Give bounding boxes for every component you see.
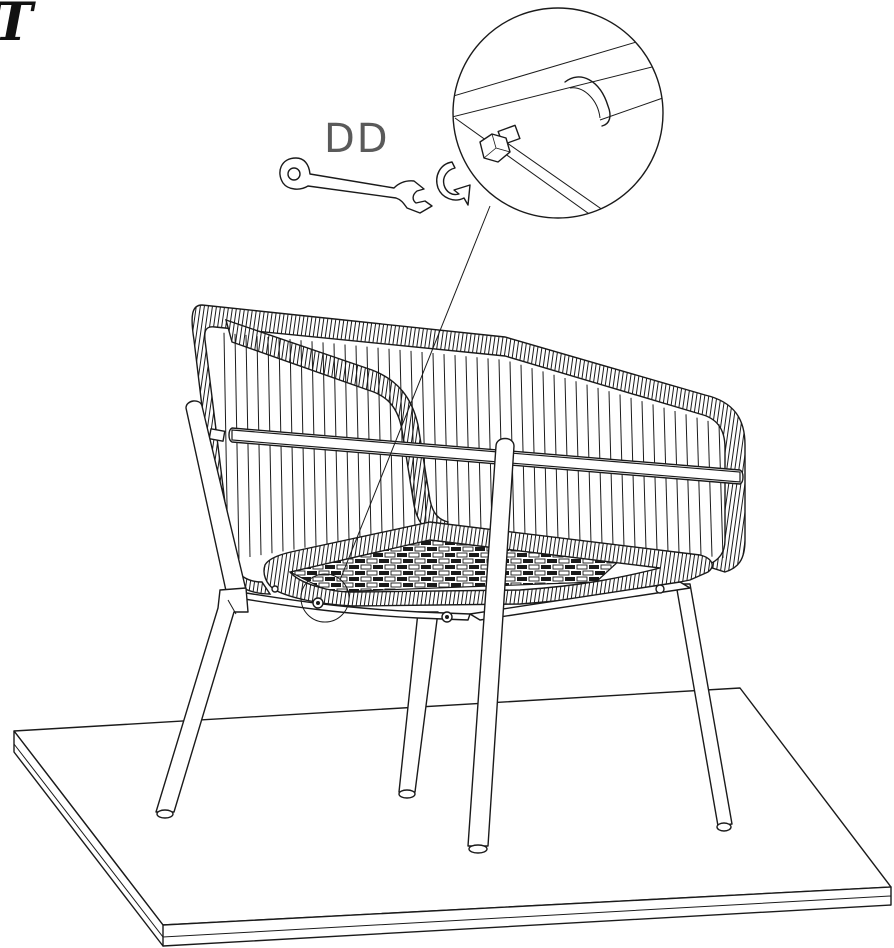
rope-string [443, 354, 449, 528]
rope-string [707, 420, 713, 557]
rope-string [421, 351, 427, 528]
rope-string [685, 414, 691, 555]
rope-string [663, 407, 669, 552]
rope-string [454, 355, 460, 529]
floor-board [13, 687, 892, 947]
chair-leg-rear-right [675, 583, 733, 832]
seat [263, 521, 713, 607]
rope-string [432, 353, 438, 527]
back-support-bar [208, 427, 744, 485]
seat-frame-rail [237, 581, 691, 623]
rope-string [256, 335, 262, 556]
chair-leg-front-left [155, 400, 249, 819]
rope-string [696, 417, 702, 556]
rope-string [245, 334, 251, 557]
leader-line [339, 205, 491, 581]
rope-string [718, 424, 724, 558]
rotate-arrow-icon [436, 161, 471, 206]
tool-label: DD [324, 116, 390, 162]
rope-string [674, 410, 680, 554]
rope-string [465, 356, 471, 530]
bolt-icon [479, 124, 521, 163]
rope-string [399, 349, 405, 532]
wrench-icon [279, 157, 433, 214]
zoom-detail [452, 7, 664, 219]
rope-string [234, 333, 240, 559]
rope-string [476, 357, 482, 532]
chair-leg-front-right [467, 437, 515, 854]
detail-callout-circle [300, 573, 350, 623]
step-mark: T [0, 0, 36, 53]
rope-string [410, 350, 416, 530]
rope-string [520, 364, 526, 537]
chair [155, 304, 746, 854]
